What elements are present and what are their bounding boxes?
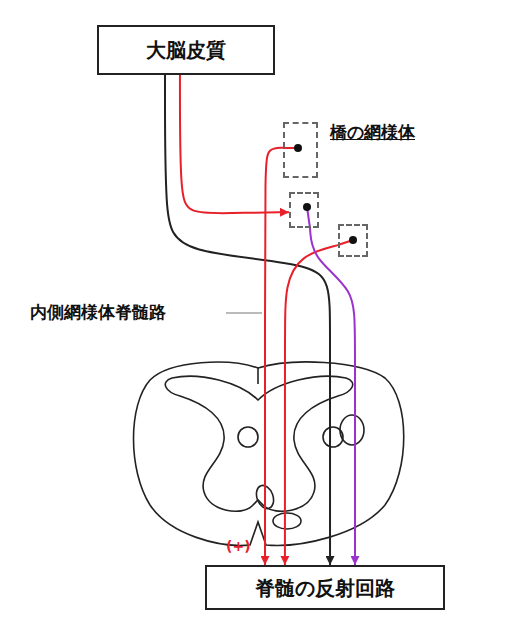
neuron-dots [294,144,357,244]
pathway-arrow [310,228,355,565]
neuron-dot [303,203,311,211]
tract-label: 内側網様体脊髄路 [30,301,166,324]
leader-line [226,312,262,313]
tract-circle [238,427,258,447]
node-text: 橋の網様体 [330,122,415,142]
region-box: 脊髄の反射回路 [205,565,445,610]
nucleus-box: 橋の網様体 [283,122,318,178]
sign-label: (+) [226,538,251,554]
node-text: 脊髄の反射回路 [255,576,395,600]
tract-oval [273,513,301,529]
pathway-arrow [165,75,330,565]
spinal-cord-section [134,362,404,545]
dorsal-sulcus [257,368,259,384]
nucleus-box [289,192,319,228]
connector-layer [165,75,355,565]
neuron-dot [349,236,357,244]
nucleus-box [338,224,368,257]
pathway-arrow [265,148,283,565]
neuron-dot [294,144,302,152]
pathway-arrow [180,75,289,213]
node-text: 大脳皮質 [146,38,226,62]
white-matter-outline [134,362,404,545]
region-box: 大脳皮質 [97,25,275,75]
pathway-arrow [285,245,338,565]
neuron-stubs [283,148,353,245]
gray-matter-outline [165,376,352,511]
tract-circle [340,415,364,445]
